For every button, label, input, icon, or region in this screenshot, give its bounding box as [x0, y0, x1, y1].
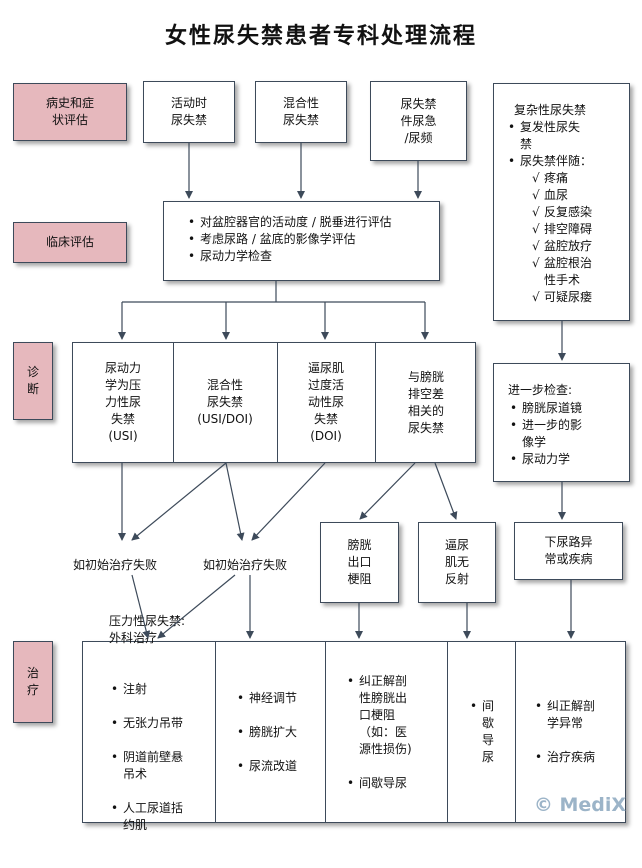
further-item: 膀胱尿道镜 — [508, 400, 623, 417]
stage-treatment-label: 治 疗 — [13, 641, 53, 723]
last-item: 纠正解剖 学异常 — [533, 698, 595, 732]
further-heading: 进一步检查: — [508, 383, 573, 397]
detrusor-areflexia-box: 逼尿 肌无 反射 — [418, 522, 496, 603]
neuro-item: 尿流改道 — [235, 758, 297, 775]
medix-watermark: © MediX — [533, 794, 626, 816]
treatment-correct-outlet: 纠正解剖 性膀胱出 口梗阻 （如：医 源性损伤) 间歇导尿 — [325, 642, 447, 822]
check-item: 盆腔放疗 — [514, 238, 623, 255]
last-item: 治疗疾病 — [533, 749, 595, 766]
further-item: 进一步的影 像学 — [508, 417, 623, 451]
correct-item: 纠正解剖 性膀胱出 口梗阻 （如：医 源性损伤) — [345, 673, 412, 758]
diagnosis-emptying: 与膀胱 排空差 相关的 尿失禁 — [407, 369, 444, 435]
stress-item: 无张力吊带 — [109, 715, 185, 732]
complex-item: 尿失禁伴随： — [506, 153, 623, 170]
arrow — [157, 574, 236, 639]
complex-item: 复发性尿失 禁 — [506, 119, 623, 153]
arrow — [131, 574, 151, 639]
stress-item: 注射 — [109, 681, 185, 698]
intermittent-item: 间 歇 导 尿 — [468, 698, 494, 766]
further-exam-box: 进一步检查: 膀胱尿道镜 进一步的影 像学 尿动力学 — [493, 363, 630, 482]
neuro-item: 膀胱扩大 — [235, 724, 297, 741]
check-item: 反复感染 — [514, 204, 623, 221]
diagnosis-row: 尿动力 学为压 力性尿 失禁 (USI) 混合性 尿失禁 (USI/DOI) 逼… — [72, 342, 476, 463]
lower-urinary-box: 下尿路异 常或疾病 — [514, 522, 623, 580]
complex-heading: 复杂性尿失禁 — [514, 103, 587, 117]
stage-diagnosis-label: 诊 断 — [13, 342, 53, 420]
arrow — [251, 462, 326, 541]
correct-item: 间歇导尿 — [345, 775, 412, 792]
treatment-intermittent: 间 歇 导 尿 — [447, 642, 515, 822]
connector-arrows — [118, 143, 575, 639]
check-item: 盆腔根治 性手术 — [514, 255, 623, 289]
stress-item: 阴道前壁悬 吊术 — [109, 749, 185, 783]
treatment-last: 纠正解剖 学异常 治疗疾病 — [515, 642, 627, 822]
bladder-outlet-obstruction-box: 膀胱 出口 梗阻 — [320, 522, 399, 603]
arrow — [225, 462, 245, 541]
diagnosis-mixed: 混合性 尿失禁 (USI/DOI) — [197, 378, 253, 426]
stage-clinical-label: 临床评估 — [13, 222, 127, 263]
diagram-title: 女性尿失禁患者专科处理流程 — [164, 24, 477, 49]
arrow — [434, 462, 458, 520]
arrow — [359, 462, 416, 520]
failure-label: 如初始治疗失败 — [203, 558, 288, 572]
check-item: 可疑尿瘘 — [514, 289, 623, 306]
further-item: 尿动力学 — [508, 451, 623, 468]
check-item: 排空障碍 — [514, 221, 623, 238]
diagnosis-usi: 尿动力 学为压 力性尿 失禁 (USI) — [104, 361, 141, 443]
complex-incontinence-box: 复杂性尿失禁 复发性尿失 禁 尿失禁伴随： 疼痛 血尿 反复感染 排空障碍 盆腔… — [493, 83, 630, 321]
clinical-evaluation-box: 对盆腔器官的活动度 / 脱垂进行评估 考虑尿路 / 盆底的影像学评估 尿动力学检… — [163, 201, 440, 281]
clinical-item: 对盆腔器官的活动度 / 脱垂进行评估 — [186, 214, 433, 231]
arrow — [131, 462, 227, 541]
neuro-item: 神经调节 — [235, 690, 297, 707]
stage-history-label: 病史和症 状评估 — [13, 83, 127, 141]
treatment-row: 压力性尿失禁: 外科治疗 注射 无张力吊带 阴道前壁悬 吊术 人工尿道括 约肌 … — [82, 614, 627, 832]
treatment-neuro: 神经调节 膀胱扩大 尿流改道 — [215, 642, 325, 822]
clinical-item: 尿动力学检查 — [186, 248, 433, 265]
mixed-incontinence-box: 混合性 尿失禁 — [255, 81, 347, 143]
clinical-item: 考虑尿路 / 盆底的影像学评估 — [186, 231, 433, 248]
check-item: 疼痛 — [514, 170, 623, 187]
diagnosis-doi: 逼尿肌 过度活 动性尿 失禁 (DOI) — [307, 361, 344, 443]
urge-incontinence-box: 尿失禁 件尿急 /尿频 — [370, 81, 467, 161]
check-item: 血尿 — [514, 187, 623, 204]
failure-label: 如初始治疗失败 — [73, 558, 158, 572]
activity-incontinence-box: 活动时 尿失禁 — [143, 81, 235, 143]
